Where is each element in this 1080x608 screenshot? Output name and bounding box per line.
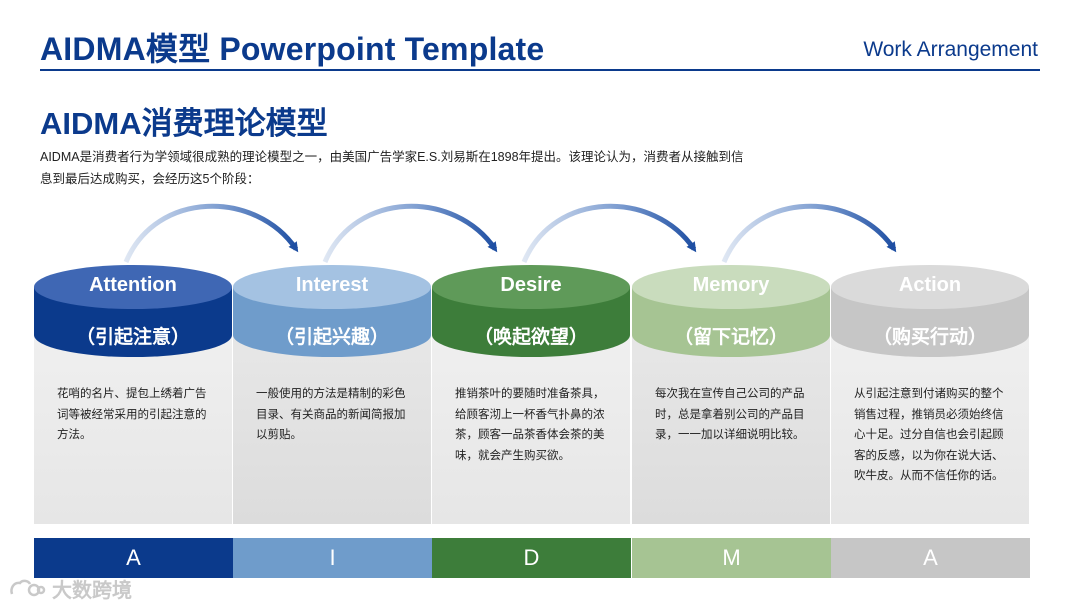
stage-cylinder-5 <box>831 265 1029 357</box>
flow-arrow-3 <box>521 203 697 263</box>
header-title: AIDMA模型 Powerpoint Template <box>40 31 545 67</box>
header-right-label: Work Arrangement <box>863 38 1038 61</box>
letter-bar-a2: A <box>831 538 1030 578</box>
stage-4-en: Memory <box>692 274 770 296</box>
stage-1-en: Attention <box>89 274 177 296</box>
watermark: 大数跨境 <box>8 574 132 603</box>
cylinder-top <box>831 265 1029 309</box>
stage-4-zh: （留下记忆） <box>673 327 788 348</box>
stage-2-en: Interest <box>295 274 369 296</box>
letter-bar-i: I <box>233 538 432 578</box>
watermark-logo-icon <box>10 579 46 596</box>
cylinder-top <box>34 265 232 309</box>
letter-bar-m: M <box>632 538 831 578</box>
stage-2-desc: 一般使用的方法是精制的彩色目录、有关商品的新闻简报加以剪贴。 <box>256 388 406 441</box>
flow-arrow-2 <box>322 203 498 263</box>
stage-3-zh: （唤起欲望） <box>473 327 588 348</box>
stage-1-desc: 花哨的名片、提包上绣着广告词等被经常采用的引起注意的方法。 <box>57 388 207 441</box>
stage-cylinder-4 <box>632 265 830 357</box>
letter-bar-a: A <box>34 538 233 578</box>
stage-2-zh: （引起兴趣） <box>274 327 389 348</box>
stage-3-en: Desire <box>500 274 562 296</box>
letter-bar-d: D <box>432 538 631 578</box>
header-rule <box>40 69 1040 71</box>
flow-arrow-4 <box>721 203 897 263</box>
intro-text: AIDMA是消费者行为学领域很成熟的理论模型之一，由美国广告学家E.S.刘易斯在… <box>40 150 744 186</box>
stage-1-zh: （引起注意） <box>75 327 190 348</box>
stage-cylinder-2 <box>233 265 431 357</box>
stage-5-zh: （购买行动） <box>872 327 987 348</box>
stage-5-en: Action <box>898 274 962 296</box>
cylinder-top <box>432 265 630 309</box>
stage-5-desc: 从引起注意到付诸购买的整个销售过程，推销员必须始终信心十足。过分自信也会引起顾客… <box>854 388 1004 482</box>
stage-cylinder-1 <box>34 265 232 357</box>
stage-cylinder-3 <box>432 265 630 357</box>
watermark-text: 大数跨境 <box>52 580 132 602</box>
stage-3-desc: 推销茶叶的要随时准备茶具，给顾客沏上一杯香气扑鼻的浓茶，顾客一品茶香体会茶的美味… <box>455 388 605 462</box>
stage-4-desc: 每次我在宣传自己公司的产品时，总是拿着别公司的产品目录，一一加以详细说明比较。 <box>655 388 805 441</box>
cylinder-top <box>632 265 830 309</box>
cylinder-top <box>233 265 431 309</box>
section-title: AIDMA消费理论模型 <box>40 106 328 141</box>
flow-arrow-1 <box>123 203 299 263</box>
